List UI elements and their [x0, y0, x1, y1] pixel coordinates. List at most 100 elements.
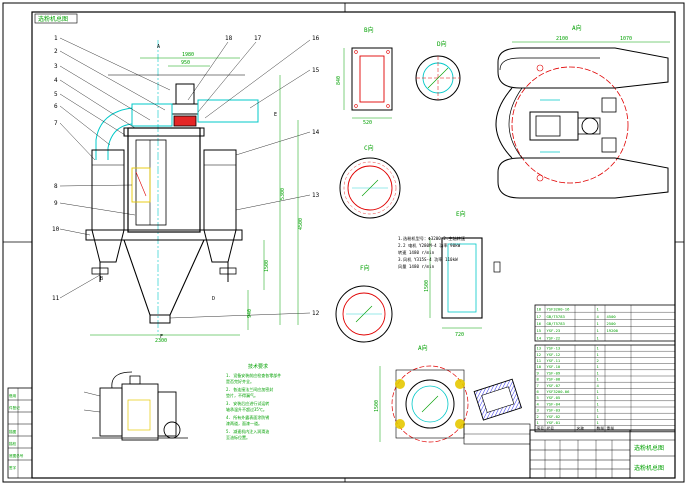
d-view-label: D向 — [437, 40, 447, 48]
strip-label-1: 借用 — [9, 393, 17, 398]
small-assembly-view — [83, 371, 188, 441]
note-10: 至油标位置。 — [226, 434, 250, 440]
callout-13: 13 — [312, 192, 320, 199]
callout-1: 1 — [54, 35, 58, 42]
strip-label-2: 件登记 — [9, 405, 20, 410]
bom-upper-cell: 17 — [537, 314, 542, 319]
bom-lower-cell: 1 — [597, 377, 600, 382]
bom-lower-row: 7 YSF-07 4 — [537, 383, 600, 388]
view-marker-d: D — [212, 296, 215, 302]
bom-upper-cell: GB/T5783 — [547, 314, 565, 319]
note-2: 是否完好齐全。 — [226, 378, 254, 384]
callout-17: 17 — [254, 35, 262, 42]
bom-upper-cell: 2500 — [607, 321, 617, 326]
title-block: 选粉机总图 选粉机总图 — [463, 423, 676, 479]
strip-label-4: 描图 — [9, 429, 17, 434]
bom-lower-cell: 1 — [597, 364, 600, 369]
dim-bottom-width: 2300 — [155, 338, 167, 344]
callout-16: 16 — [312, 35, 320, 42]
bom-lower-cell: 10 — [537, 364, 542, 369]
bom-lower-row: 2 YSF-02 1 — [537, 414, 600, 419]
view-marker-b: B — [100, 276, 103, 282]
dim-top-gap: 950 — [181, 60, 190, 66]
bom-lower-cell: 1 — [597, 346, 600, 351]
bom-lower-cell: 4 — [597, 383, 600, 388]
e-view: E向 1500 720 — [424, 210, 501, 338]
bom-lower-cell: 3 — [537, 408, 539, 413]
view-marker-e: E — [274, 112, 277, 118]
main-callouts-right: 18 17 16 15 14 13 12 — [225, 35, 320, 317]
callout-leaders-right — [169, 39, 311, 319]
b-width-dim: 520 — [363, 120, 372, 126]
callout-11: 11 — [52, 295, 60, 302]
b-height-dim: 840 — [336, 76, 342, 85]
left-revision-strip: 借用 件登记 描图 描校 底图总号 签字 — [7, 387, 33, 479]
note-6: 轴承温升不超过35℃。 — [226, 406, 267, 412]
tech-specs: 1.选粉机型号：Φ3200 2.主轴转速 2.2 电机 Y280M-4 功率 9… — [398, 235, 466, 270]
bom-upper-cell: 15 — [537, 328, 542, 333]
callout-2: 2 — [54, 48, 58, 55]
bom-lower-cell: YSF-02 — [547, 414, 561, 419]
bom-lower-cell: YSF-07 — [547, 383, 561, 388]
bom-lower-cell: 1 — [537, 420, 540, 425]
callout-9: 9 — [54, 200, 58, 207]
bom-lower-cell: 6 — [537, 389, 540, 394]
bom-lower-cell: 1 — [597, 352, 600, 357]
bom-lower-row: 1 YSF-01 1 — [537, 420, 600, 425]
callout-3: 3 — [54, 63, 58, 70]
callout-leaders-left — [59, 37, 171, 299]
bom-lower-cell: 1 — [597, 395, 600, 400]
bom-lower-cell: 1 — [597, 420, 600, 425]
note-5: 3. 安装后应进行试运转 — [226, 400, 269, 406]
title-block-name: 选粉机总图 — [634, 444, 664, 452]
bom-lower-cell: YSF-11 — [547, 358, 561, 363]
bom-upper-cell: 14 — [537, 335, 542, 340]
bom-lower-cell: 12 — [537, 352, 542, 357]
bom-lower-cell: YSF-01 — [547, 420, 561, 425]
bom-lower-cell: 1 — [597, 389, 600, 394]
callout-15: 15 — [312, 67, 320, 74]
bom-lower-cell: 9 — [537, 370, 540, 375]
a-view-width-dim: 2100 — [556, 36, 568, 42]
bom-lower-cell: 4 — [537, 401, 540, 406]
bom-lower-header-cell: 序号 — [537, 426, 545, 431]
d-view: D向 — [415, 40, 461, 101]
note-1: 1. 设备安装前应检查各零部件 — [226, 372, 281, 378]
strip-label-5: 描校 — [9, 441, 17, 446]
bom-lower-cell: 1 — [597, 414, 600, 419]
b-view: B向 840 520 — [336, 26, 393, 126]
note-9: 5. 减速机内注入润滑油 — [226, 428, 269, 434]
bom-lower-cell: 11 — [537, 358, 542, 363]
dim-middle-height: 4500 — [298, 218, 304, 230]
e-width-dim: 720 — [455, 332, 464, 338]
bom-lower-cell: 8 — [537, 377, 540, 382]
bom-upper-cell: 1 — [597, 328, 600, 333]
view-marker-a-top: A — [157, 44, 160, 50]
bom-lower-cell: 2 — [537, 414, 539, 419]
strip-label-6: 底图总号 — [9, 453, 24, 458]
callout-5: 5 — [54, 91, 58, 98]
bom-lower-cell: 7 — [537, 383, 539, 388]
bom-lower-cell: YSF-05 — [547, 395, 561, 400]
spec-line-2: 2.2 电机 Y280M-4 功率 90kW — [398, 242, 461, 249]
note-3: 2. 各连接法兰间应加密封 — [226, 386, 273, 392]
bom-upper-cell: 16 — [537, 321, 542, 326]
bom-lower-header-cell: 名称 — [577, 426, 585, 431]
bom-upper-cell: 19200 — [607, 328, 619, 333]
b-view-label: B向 — [364, 26, 374, 34]
bom-upper-cell: 1 — [597, 335, 600, 340]
dim-top-width: 1980 — [182, 52, 194, 58]
